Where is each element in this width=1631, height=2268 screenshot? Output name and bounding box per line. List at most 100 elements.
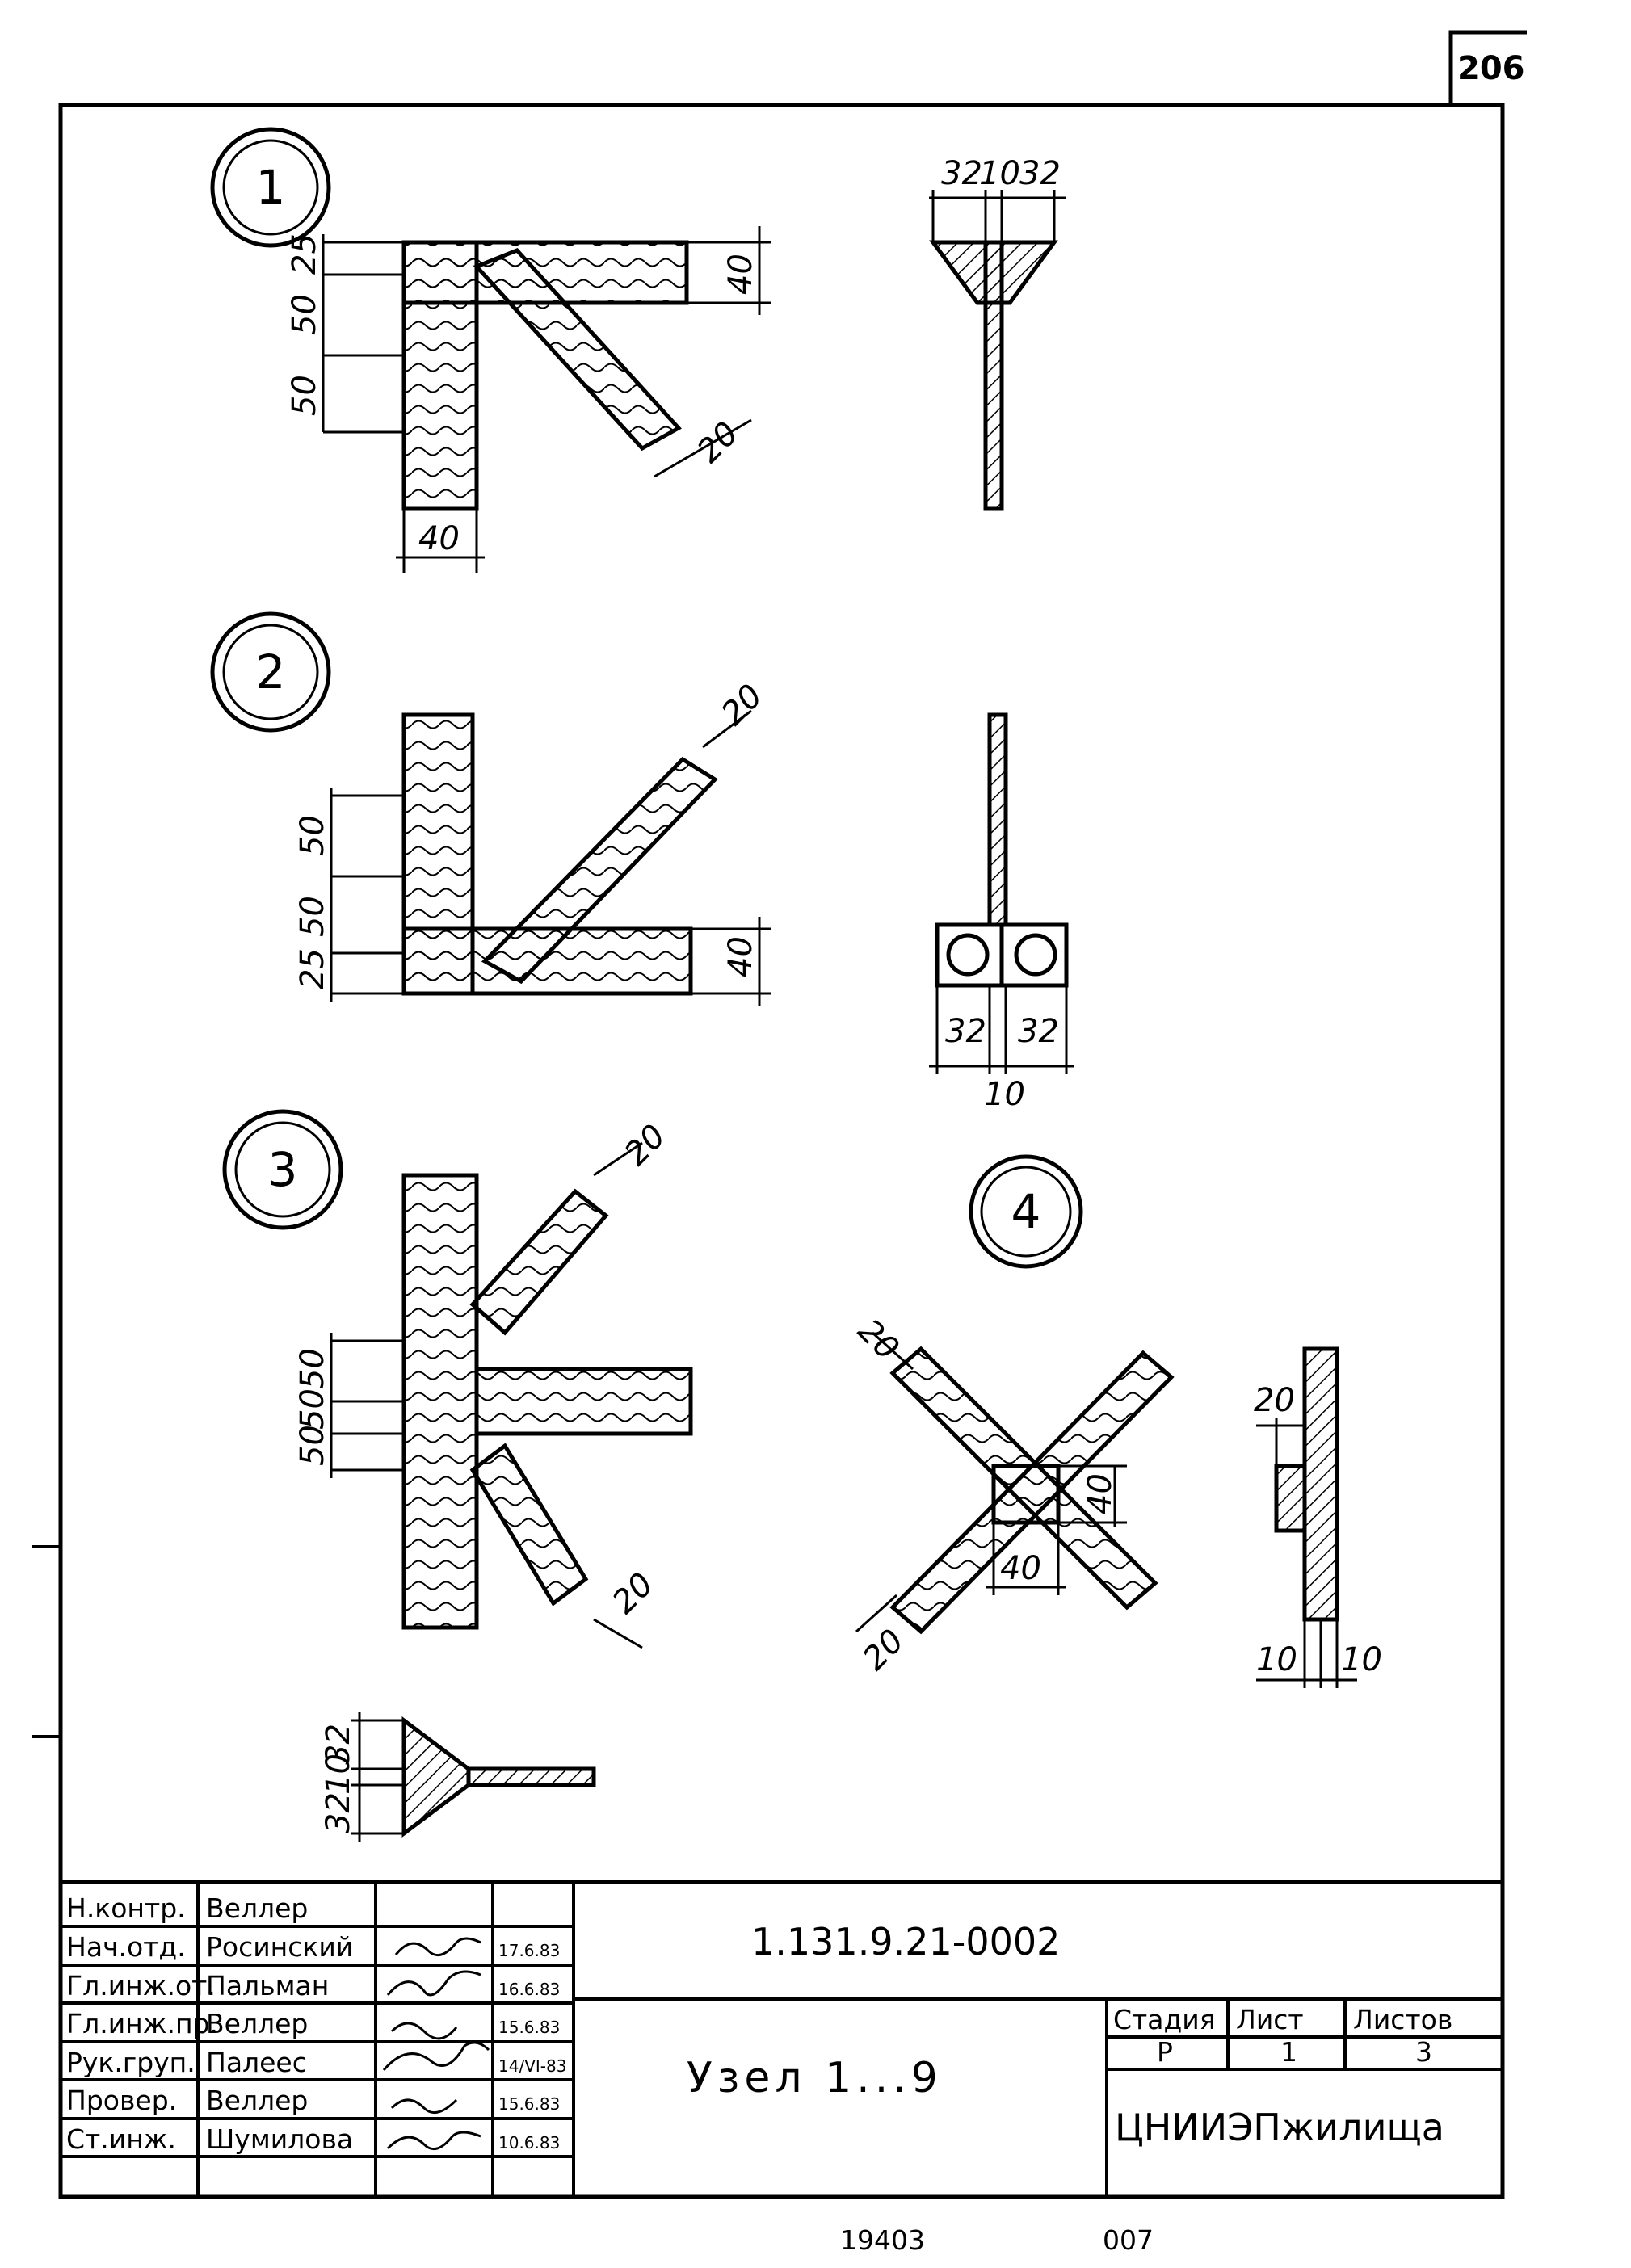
- role-cell: Н.контр.: [66, 1892, 186, 1924]
- node-1-section-dims: [929, 190, 1066, 242]
- node-1: 1 25 50 50 40 40 20: [210, 127, 1066, 573]
- node-1-dim-50b: 50: [286, 375, 323, 416]
- node-2-section-dim-32a: 32: [945, 1013, 986, 1050]
- signatures: [382, 1937, 490, 2151]
- bottom-mark-left: 19403: [840, 2224, 925, 2256]
- node-2: 2 50 50 25 40 20: [210, 611, 1074, 1113]
- node-4: 4 20 20 40 40: [851, 1154, 1382, 1688]
- node-2-timber-brace: [481, 756, 718, 985]
- name-cell: Пальман: [206, 1970, 329, 2001]
- node-1-dim-40-width: 40: [418, 520, 460, 557]
- node-4-dimension-lines: [855, 1331, 1127, 1633]
- node-3-timber-post: [401, 1173, 479, 1630]
- node-1-dim-20: 20: [691, 415, 746, 471]
- node-3-timber-beam: [474, 1367, 693, 1436]
- node-3-dim-50a: 50: [294, 1348, 331, 1389]
- node-3-section-dim-32b: 32: [320, 1792, 357, 1833]
- node-2-dim-20: 20: [715, 678, 771, 733]
- node-2-dimension-lines: [330, 709, 771, 1006]
- node-2-dim-50a: 50: [294, 815, 331, 856]
- node-4-dim-40-width: 40: [1000, 1550, 1041, 1587]
- node-4-section-dims: [1256, 1418, 1357, 1688]
- node-3-marker: 3: [222, 1109, 343, 1230]
- node-4-marker: 4: [969, 1154, 1083, 1269]
- node-4-dim-40-height: 40: [1082, 1473, 1119, 1514]
- role-cell: Ст.инж.: [66, 2123, 176, 2155]
- role-cell: Нач.отд.: [66, 1931, 186, 1963]
- node-4-spacer-block: [991, 1464, 1061, 1525]
- node-3-section: [401, 1716, 596, 1838]
- node-3-timber-brace-upper: [469, 1188, 609, 1336]
- title-block: [61, 1880, 1503, 2197]
- stage-value: Р: [1157, 2036, 1173, 2068]
- date-cell: 15.6.83: [498, 2094, 560, 2114]
- role-cell: Рук.груп.: [66, 2047, 195, 2078]
- name-cell: Веллер: [206, 2008, 308, 2039]
- node-3-timber-brace-lower: [469, 1443, 589, 1606]
- node-1-dim-40-height: 40: [722, 254, 759, 295]
- node-2-dim-50b: 50: [294, 896, 331, 937]
- name-cell: Веллер: [206, 2085, 308, 2116]
- node-3-section-dim-10: 10: [320, 1754, 357, 1795]
- document-code: 1.131.9.21-0002: [751, 1920, 1060, 1964]
- drawing-title: Узел 1...9: [687, 2054, 943, 2102]
- node-4-section-dim-20: 20: [1254, 1382, 1295, 1419]
- node-4-dim-20b: 20: [856, 1623, 912, 1678]
- organization-name: ЦНИИЭПжилища: [1115, 2106, 1444, 2149]
- node-2-section-dims: [929, 985, 1074, 1074]
- sheet-label: Лист: [1236, 2004, 1304, 2035]
- svg-text:3: 3: [268, 1142, 298, 1197]
- date-cell: 16.6.83: [498, 1980, 560, 1999]
- node-2-dim-40: 40: [722, 936, 759, 977]
- node-3-dim-50c: 50: [294, 1425, 331, 1466]
- node-1-section-dim-32b: 32: [1019, 155, 1061, 192]
- svg-text:1: 1: [256, 160, 286, 215]
- node-3: 3 50 50 50 20 20: [222, 1109, 693, 1842]
- sheets-value: 3: [1415, 2036, 1432, 2068]
- node-4-dim-20a: 20: [851, 1312, 906, 1368]
- sheet-frame: [58, 30, 1527, 2199]
- node-3-dim-20a: 20: [618, 1118, 674, 1174]
- sheet-value: 1: [1280, 2036, 1297, 2068]
- node-2-section-dim-10: 10: [984, 1076, 1025, 1113]
- node-1-section-dim-10: 10: [979, 155, 1020, 192]
- name-cell: Росинский: [206, 1931, 353, 1963]
- title-block-rows: Н.контр. Веллер Нач.отд. Росинский 17.6.…: [66, 1892, 566, 2155]
- node-1-section: [929, 240, 1058, 511]
- stage-label: Стадия: [1113, 2004, 1216, 2035]
- node-4-section: [1274, 1346, 1339, 1622]
- node-4-section-dim-10a: 10: [1256, 1641, 1297, 1678]
- node-3-dimension-lines: [330, 1141, 643, 1649]
- role-cell: Гл.инж.от.: [66, 1970, 216, 2001]
- name-cell: Палеес: [206, 2047, 307, 2078]
- date-cell: 17.6.83: [498, 1941, 560, 1960]
- node-2-section: [935, 712, 1069, 988]
- node-1-marker: 1: [210, 127, 331, 248]
- node-3-section-dims: [351, 1712, 404, 1842]
- node-2-marker: 2: [210, 611, 331, 733]
- date-cell: 14/VI-83: [498, 2056, 566, 2076]
- node-3-section-dim-32a: 32: [320, 1724, 357, 1765]
- node-4-section-dim-10b: 10: [1341, 1641, 1382, 1678]
- name-cell: Шумилова: [206, 2123, 353, 2155]
- node-4-timber-diagonal-b: [889, 1350, 1175, 1635]
- date-cell: 15.6.83: [498, 2018, 560, 2037]
- role-cell: Провер.: [66, 2085, 177, 2116]
- node-2-section-dim-32b: 32: [1018, 1013, 1059, 1050]
- node-1-section-dim-32a: 32: [941, 155, 982, 192]
- node-1-dim-25: 25: [286, 233, 323, 275]
- bottom-mark-right: 007: [1103, 2224, 1154, 2256]
- sheets-label: Листов: [1353, 2004, 1452, 2035]
- node-3-dim-20b: 20: [606, 1566, 662, 1622]
- node-1-timber-brace: [473, 248, 682, 452]
- node-3-dim-50b: 50: [294, 1388, 331, 1430]
- svg-text:4: 4: [1011, 1184, 1041, 1239]
- node-2-dim-25: 25: [294, 948, 331, 989]
- node-1-dimension-lines: [322, 226, 771, 573]
- role-cell: Гл.инж.пр.: [66, 2008, 218, 2039]
- sheet-number: 206: [1457, 50, 1525, 87]
- svg-text:2: 2: [256, 645, 286, 699]
- date-cell: 10.6.83: [498, 2133, 560, 2152]
- name-cell: Веллер: [206, 1892, 308, 1924]
